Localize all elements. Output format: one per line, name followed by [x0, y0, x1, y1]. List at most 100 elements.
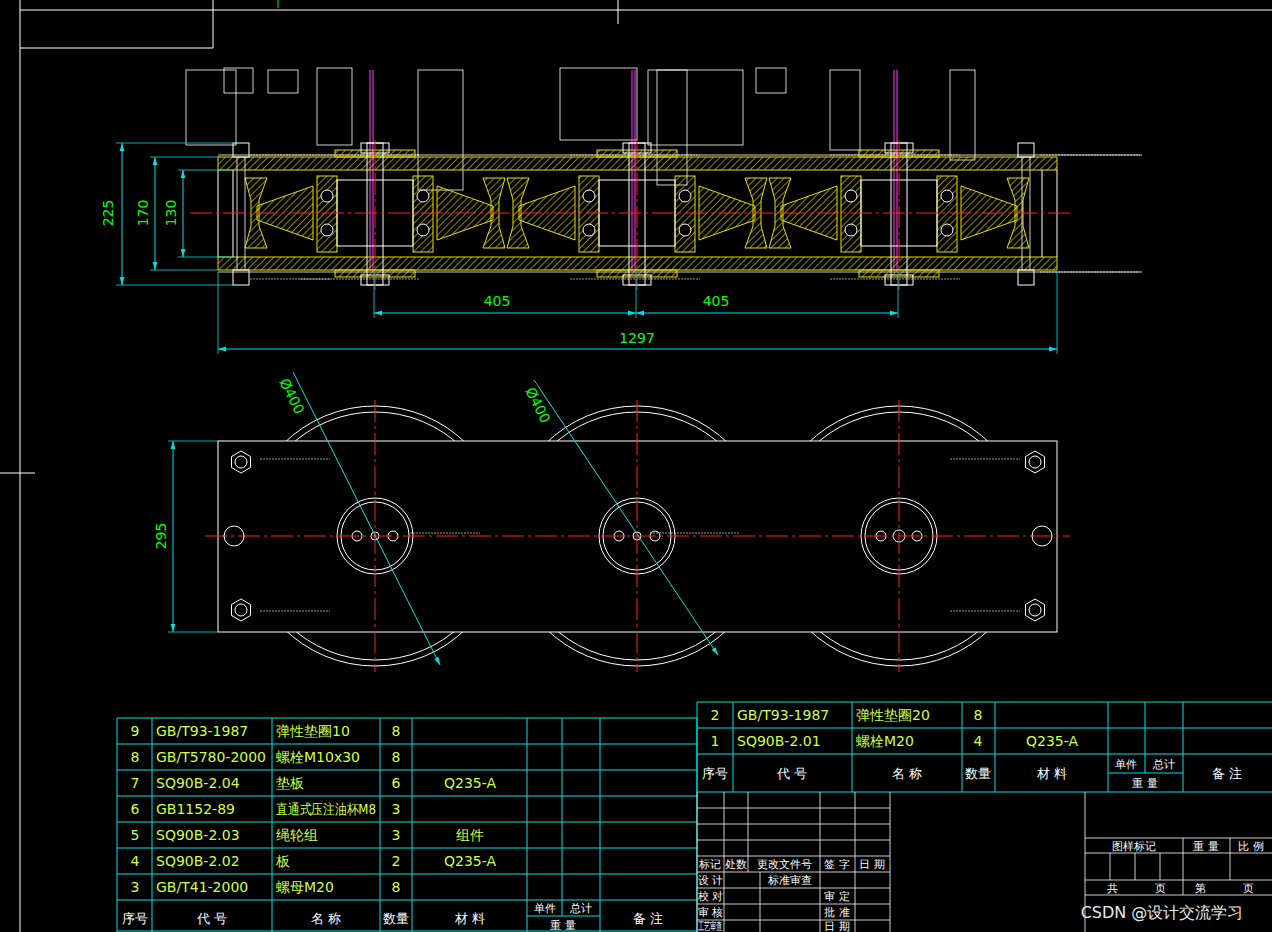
table-line — [117, 900, 697, 901]
part-code: GB/T93-1987 — [737, 708, 829, 722]
table-line — [855, 872, 856, 932]
table-line — [272, 718, 273, 932]
nut-circle — [235, 604, 247, 616]
diameter-line — [534, 380, 718, 655]
dimension-line — [122, 143, 123, 285]
table-header: 名 称 — [311, 912, 341, 925]
leader-line — [830, 279, 960, 280]
table-header: 总计 — [1153, 759, 1175, 770]
table-line — [117, 796, 697, 797]
title-block-cell: 日 期 — [859, 859, 885, 870]
leader-box — [224, 68, 253, 93]
table-line — [1160, 853, 1161, 880]
table-line — [748, 792, 749, 872]
item-number: 3 — [131, 880, 140, 894]
item-number: 5 — [131, 828, 140, 842]
leader-box — [317, 68, 352, 145]
part-code: SQ90B-2.02 — [156, 854, 240, 868]
bearing-ball — [679, 190, 691, 202]
title-block-cell: 批 准 — [824, 907, 850, 918]
extension-line — [178, 170, 233, 171]
title-block-cell: 页 — [1243, 883, 1254, 894]
bearing-ball — [417, 190, 429, 202]
table-line — [380, 718, 381, 932]
item-number: 1 — [711, 734, 720, 748]
quantity: 3 — [392, 828, 401, 842]
table-line — [117, 718, 697, 719]
table-line — [820, 792, 821, 872]
bolt-nut — [233, 270, 249, 285]
center-line — [637, 140, 638, 290]
item-number: 4 — [131, 854, 140, 868]
extension-line — [636, 272, 637, 318]
item-number: 9 — [131, 724, 140, 738]
leader-line — [570, 279, 700, 280]
bearing — [675, 176, 695, 252]
bearing-ball — [321, 190, 333, 202]
table-line — [697, 824, 890, 825]
table-header: 数量 — [383, 912, 409, 925]
leader-line — [410, 533, 480, 534]
quantity: 2 — [392, 854, 401, 868]
center-mark — [618, 0, 619, 24]
part-name: 绳轮组 — [276, 828, 318, 842]
hex-nut — [1025, 599, 1044, 621]
table-header: 代 号 — [197, 912, 227, 925]
table-line — [1183, 702, 1184, 792]
dimension-line — [155, 157, 156, 270]
title-block-cell: 审 定 — [824, 891, 850, 902]
leader-line — [250, 279, 330, 280]
bolt-nut — [1018, 270, 1034, 285]
table-line — [697, 792, 1272, 793]
leader-box — [186, 70, 236, 145]
table-line — [117, 718, 118, 932]
leader-box — [830, 70, 860, 150]
part-code: SQ90B-2.04 — [156, 776, 240, 790]
bearing-ball — [679, 224, 691, 236]
leader-box — [560, 68, 637, 140]
title-block-cell: 图样标记 — [1112, 841, 1156, 852]
table-line — [1108, 702, 1109, 792]
bearing — [413, 176, 433, 252]
table-line — [697, 840, 890, 841]
table-line — [820, 872, 821, 932]
table-line — [733, 702, 734, 792]
table-line — [855, 792, 856, 872]
item-number: 2 — [711, 708, 720, 722]
center-line — [205, 536, 1070, 537]
bearing-ball — [845, 190, 857, 202]
center-line — [899, 140, 900, 290]
quantity: 8 — [392, 724, 401, 738]
part-name: 螺母M20 — [276, 880, 334, 894]
table-line — [1108, 773, 1183, 774]
title-block-cell: 比 例 — [1238, 841, 1264, 852]
table-line — [1135, 853, 1136, 880]
bearing-ball — [941, 224, 953, 236]
title-block-cell: 页 — [1155, 883, 1166, 894]
diameter-line — [293, 372, 440, 665]
leader-box — [756, 68, 786, 93]
front-view — [205, 400, 1070, 672]
table-header: 单件 — [534, 903, 556, 914]
table-header: 重 量 — [1132, 778, 1158, 789]
part-name: 弹性垫圈10 — [276, 724, 350, 738]
extension-line — [168, 632, 218, 633]
table-header: 序号 — [702, 767, 728, 780]
leader-box — [648, 70, 743, 145]
table-line — [697, 920, 890, 921]
watermark: CSDN @设计交流学习 — [1081, 905, 1244, 921]
table-line — [117, 874, 697, 875]
table-header: 备 注 — [633, 912, 663, 925]
dimension-value: 130 — [163, 198, 179, 229]
table-line — [527, 718, 528, 932]
part-name: 螺栓M20 — [856, 734, 914, 748]
table-line — [1110, 853, 1111, 880]
bearing-ball — [845, 224, 857, 236]
frame-line — [20, 10, 1272, 11]
table-line — [152, 718, 153, 932]
table-line — [995, 702, 996, 792]
dimension-line — [173, 441, 174, 632]
extension-line — [150, 157, 218, 158]
table-header: 材 料 — [1037, 767, 1067, 780]
extension-line — [178, 257, 233, 258]
